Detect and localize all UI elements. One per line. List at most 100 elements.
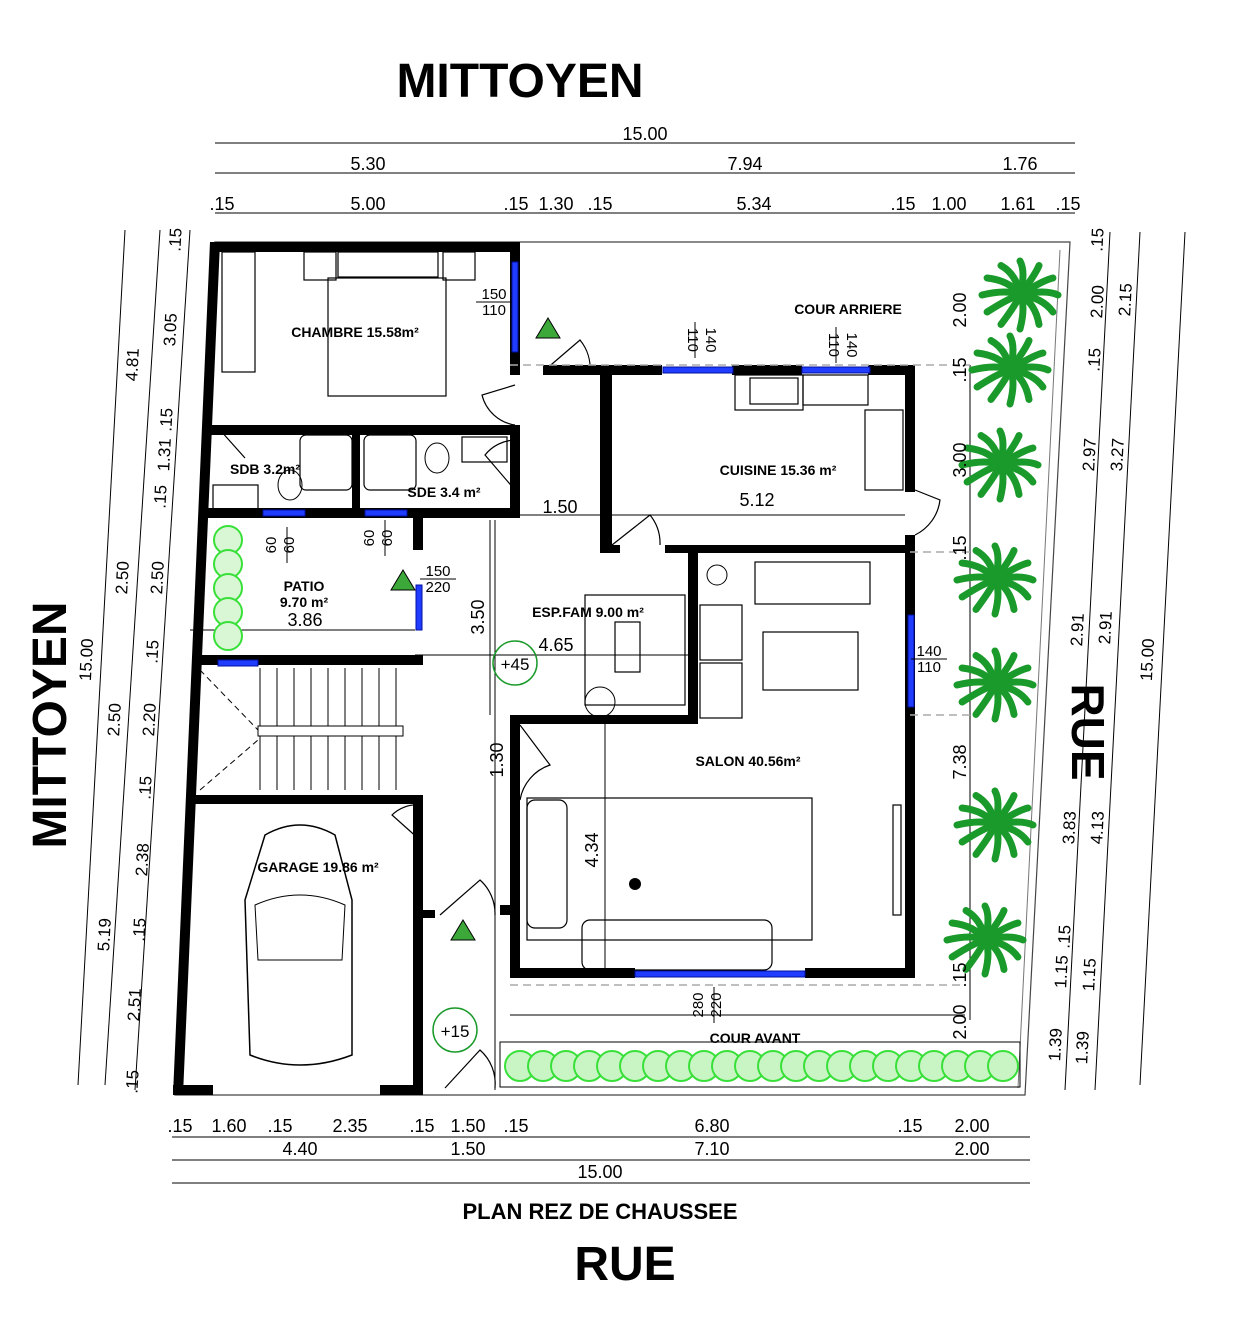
palm-tree-icon <box>953 647 1037 723</box>
dimension-label: 4.34 <box>582 832 602 867</box>
dimension-label: 5.34 <box>736 194 771 214</box>
dimension-label: 1.30 <box>538 194 573 214</box>
palm-tree-icon <box>953 542 1037 618</box>
wall-left-outer <box>173 242 220 1095</box>
window <box>662 366 734 374</box>
dimension-label: .15 <box>1054 924 1074 949</box>
room-label-esp-fam: ESP.FAM 9.00 m² <box>532 604 644 620</box>
dimension-label: 4.65 <box>538 635 573 655</box>
dimension-label: .15 <box>950 535 970 560</box>
wall <box>905 535 915 978</box>
level-circle <box>432 1007 478 1053</box>
dimension-line <box>134 229 191 1091</box>
dimension-label: 2.00 <box>954 1139 989 1159</box>
staircase <box>199 668 404 791</box>
dimension-label: 3.05 <box>160 313 181 347</box>
dimension-label: .15 <box>950 962 970 987</box>
toilet <box>277 469 303 501</box>
dimension-label: 1.61 <box>1000 194 1035 214</box>
opening-width-label: 280 <box>690 992 707 1017</box>
opening-height-label: 110 <box>482 302 506 319</box>
wall <box>413 905 423 925</box>
window <box>511 261 519 353</box>
door-swing <box>391 804 421 841</box>
window <box>801 366 871 374</box>
opening-height-label: 110 <box>825 333 842 357</box>
room-label-sdb: SDB 3.2m² <box>230 461 300 477</box>
door-swing <box>219 429 246 459</box>
dimension-label: 3.50 <box>468 599 488 634</box>
dimension-label: 3.00 <box>950 442 970 477</box>
level-marker-icon <box>390 569 416 591</box>
room-label-cuisine: CUISINE 15.36 m² <box>720 462 837 478</box>
wall <box>600 365 662 375</box>
wall <box>195 655 423 665</box>
dimension-line <box>1094 231 1141 1091</box>
opening-height-label: 110 <box>684 328 701 352</box>
dimension-label: .15 <box>150 484 170 509</box>
window <box>217 659 259 667</box>
window <box>634 970 806 978</box>
plant-pot <box>706 564 728 586</box>
stair-rail <box>257 725 404 737</box>
door-swing <box>914 489 941 536</box>
door-swing <box>481 384 516 426</box>
dimension-label: 2.15 <box>1115 283 1136 317</box>
room-label-patio: PATIO <box>284 578 325 594</box>
dimension-label: 5.00 <box>350 194 385 214</box>
window <box>364 509 408 517</box>
room-label-chambre: CHAMBRE 15.58m² <box>291 324 419 340</box>
opening-width-label: 60 <box>263 537 280 554</box>
wardrobe <box>221 251 256 373</box>
palm-tree-icon <box>953 787 1037 863</box>
room-label-sde: SDE 3.4 m² <box>407 484 480 500</box>
windows <box>217 261 915 978</box>
window <box>262 509 306 517</box>
room-label-garage: GARAGE 19.86 m² <box>257 859 379 875</box>
plan-title: PLAN REZ DE CHAUSSEE <box>462 1199 737 1224</box>
dimension-label: 15.00 <box>76 638 97 681</box>
window <box>907 614 915 708</box>
dimension-label: 3.27 <box>1107 438 1128 472</box>
plants <box>213 257 1062 1088</box>
dimension-label: 4.81 <box>122 348 143 382</box>
dimension-label: 7.94 <box>727 154 762 174</box>
wall <box>510 425 520 518</box>
dimension-label: .15 <box>1087 227 1107 252</box>
room-label-cour-arriere: COUR ARRIERE <box>794 301 902 317</box>
dimension-label: 1.15 <box>1051 955 1072 989</box>
dimension-label: .15 <box>167 1116 192 1136</box>
dimension-label: 2.38 <box>132 843 153 877</box>
dimension-label: 1.39 <box>1072 1031 1093 1065</box>
bed-headboard <box>337 251 439 278</box>
wall <box>500 905 520 915</box>
stair-cut-line <box>199 739 259 791</box>
dimension-label: 1.15 <box>1079 958 1100 992</box>
cooktop <box>749 377 799 405</box>
room-area-patio: 9.70 m² <box>280 594 329 610</box>
kitchen-counter-side <box>864 409 904 491</box>
opening-height-label: 110 <box>917 659 941 676</box>
dimension-label: 2.00 <box>950 1004 970 1039</box>
dimension-label: .15 <box>897 1116 922 1136</box>
door-swing <box>544 339 591 373</box>
wall <box>420 910 435 918</box>
dimension-label: 3.86 <box>287 610 322 630</box>
door-swing <box>484 439 516 491</box>
dimension-line <box>77 229 126 1086</box>
dimension-label: 2.91 <box>1095 611 1116 645</box>
dimension-label: 2.97 <box>1079 438 1100 472</box>
dimension-label: 2.50 <box>147 561 168 595</box>
wall <box>413 515 423 550</box>
dimension-label: 1.50 <box>450 1139 485 1159</box>
dimension-lines <box>77 142 1186 1184</box>
dimension-label: 1.31 <box>154 438 175 472</box>
opening-width-label: 140 <box>843 332 860 357</box>
bathtub-basin <box>212 484 259 511</box>
bottom-street-label: RUE <box>574 1238 675 1291</box>
dimension-label: 1.00 <box>931 194 966 214</box>
left-neighbor-label: MITTOYEN <box>24 601 77 848</box>
